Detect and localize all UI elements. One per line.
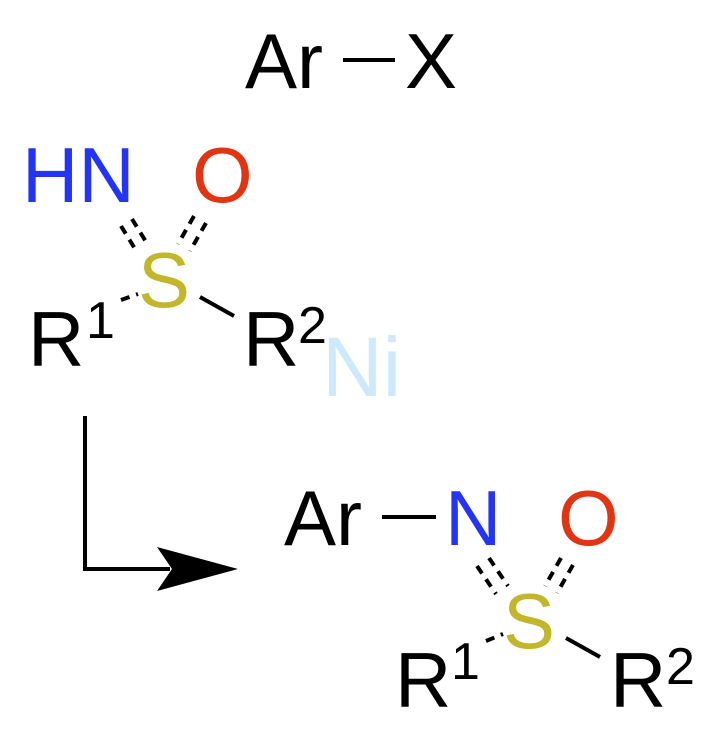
r1-label: R [28, 295, 84, 383]
product-s-r1-bond [485, 632, 504, 643]
s-o-double-bond-b [188, 222, 208, 252]
reaction-arrow [83, 416, 238, 591]
r2-label: R [243, 295, 299, 383]
product-s-o-double-bond-a [543, 557, 563, 587]
nh-label: HN [22, 131, 135, 219]
s-n-double-bond-b [130, 217, 150, 247]
product-s-r2-bond [565, 636, 601, 659]
product-r2-index: 2 [666, 638, 695, 696]
product-r1-index: 1 [451, 633, 480, 691]
nickel-catalyst-label: Ni [322, 320, 401, 414]
arrow-shaft [83, 416, 170, 571]
n-aryl-sulfoximine-product: Ar N O S R 1 R 2 [284, 474, 695, 724]
s-o-double-bond-a [176, 215, 196, 245]
aryl-label: Ar [245, 17, 323, 105]
product-r2-label: R [610, 636, 666, 724]
oxygen-label: O [192, 131, 253, 219]
r1-index: 1 [86, 292, 115, 350]
s-r1-bond [120, 292, 139, 302]
arrow-head-icon [157, 547, 238, 591]
r2-index: 2 [298, 297, 327, 355]
product-s-n-double-bond-a [475, 564, 498, 596]
product-aryl-label: Ar [284, 474, 362, 562]
product-nitrogen-label: N [445, 474, 501, 562]
product-r1-label: R [395, 636, 451, 724]
product-s-o-double-bond-b [555, 564, 575, 594]
nh-sulfoximine: HN O S R 1 R 2 [22, 131, 327, 383]
s-r2-bond [199, 295, 235, 318]
product-s-n-double-bond-b [487, 556, 510, 588]
product-oxygen-label: O [558, 474, 619, 562]
aryl-halide: Ar X [245, 17, 457, 105]
halogen-label: X [405, 17, 457, 105]
product-sulfur-label: S [503, 577, 555, 665]
sulfur-label: S [138, 236, 190, 324]
s-n-double-bond-a [119, 224, 139, 254]
